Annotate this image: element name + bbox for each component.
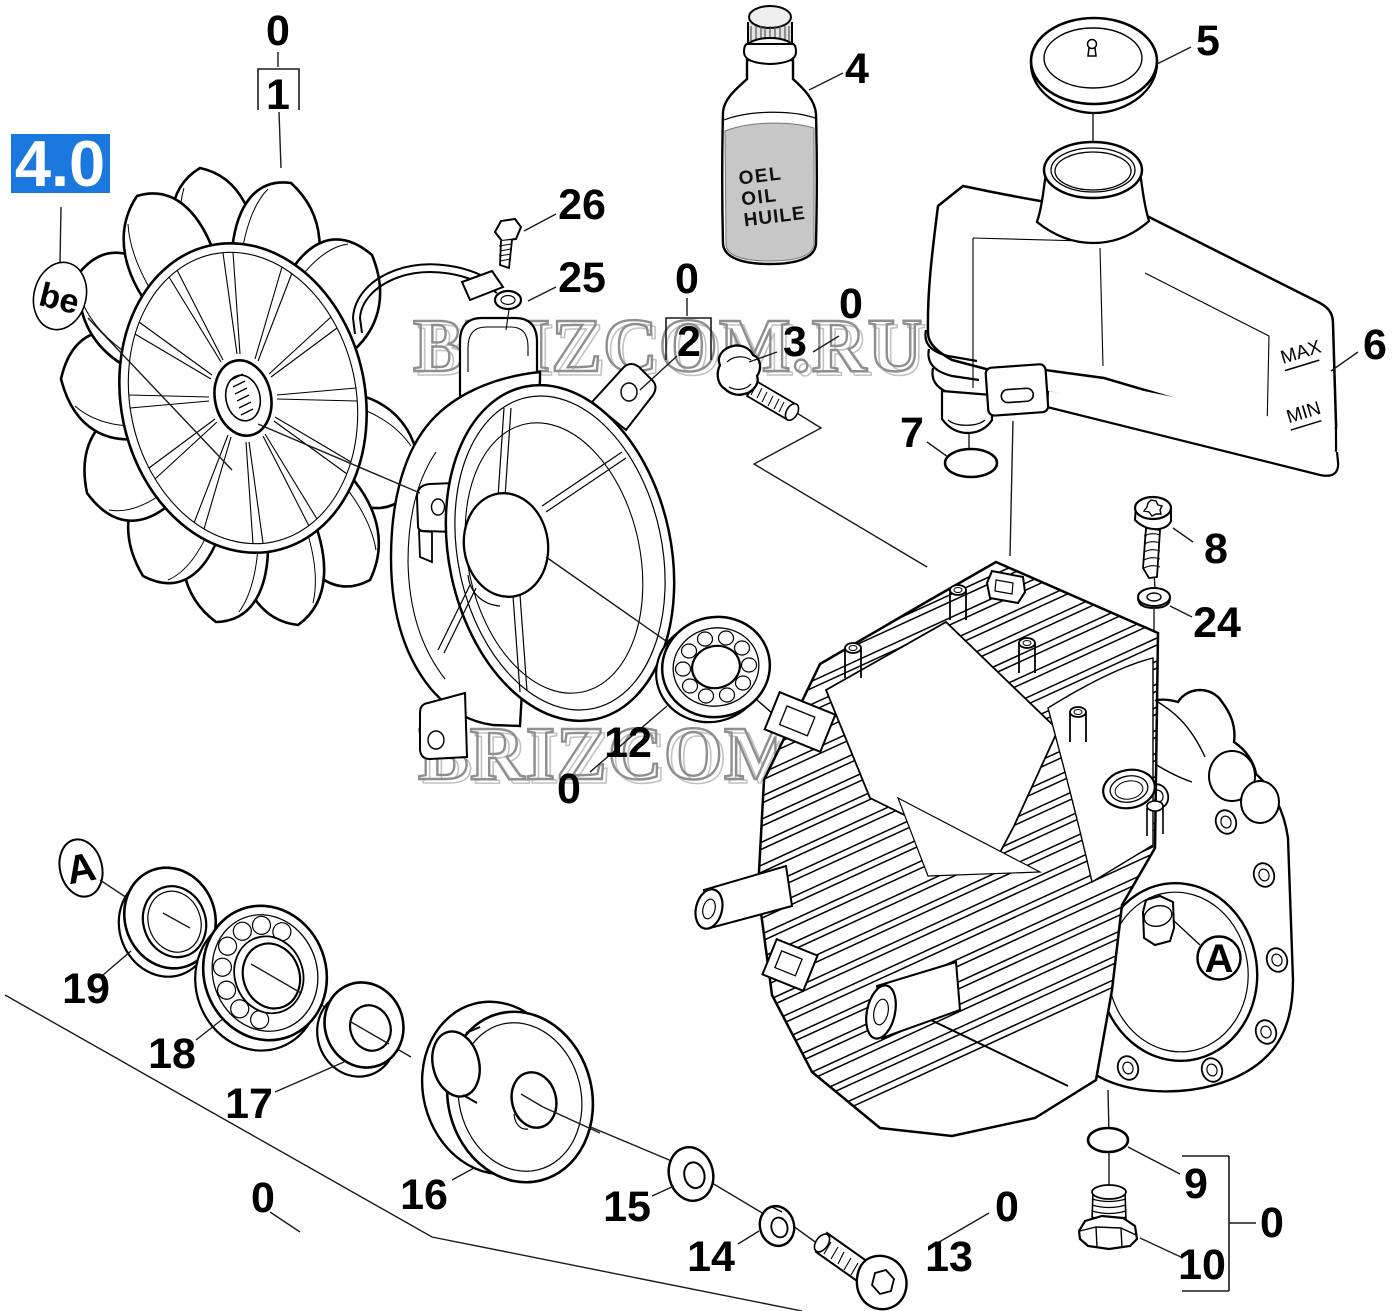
svg-text:19: 19 (62, 965, 110, 1013)
svg-text:0: 0 (1260, 1199, 1284, 1247)
svg-text:17: 17 (225, 1080, 273, 1128)
svg-text:0: 0 (251, 1174, 275, 1222)
svg-text:3: 3 (783, 318, 807, 366)
svg-text:7: 7 (900, 409, 924, 457)
svg-text:0: 0 (839, 280, 863, 328)
svg-text:0: 0 (266, 7, 290, 55)
svg-text:0: 0 (995, 1183, 1019, 1231)
svg-text:26: 26 (558, 181, 606, 229)
svg-text:18: 18 (148, 1030, 196, 1078)
svg-text:OIL: OIL (740, 185, 778, 210)
svg-text:15: 15 (603, 1183, 651, 1231)
svg-text:12: 12 (604, 719, 652, 767)
svg-text:2: 2 (677, 318, 701, 366)
svg-text:4.0: 4.0 (15, 127, 105, 200)
svg-text:1: 1 (266, 71, 290, 119)
svg-text:9: 9 (1184, 1160, 1208, 1208)
svg-text:be: be (35, 276, 83, 322)
svg-text:6: 6 (1363, 321, 1387, 369)
svg-text:25: 25 (558, 254, 606, 302)
svg-text:0: 0 (675, 255, 699, 303)
svg-text:24: 24 (1193, 599, 1241, 647)
svg-text:5: 5 (1196, 17, 1220, 65)
svg-text:A: A (1205, 937, 1234, 981)
svg-text:0: 0 (557, 765, 581, 813)
svg-text:8: 8 (1204, 525, 1228, 573)
svg-text:10: 10 (1178, 1241, 1226, 1289)
svg-text:13: 13 (925, 1233, 973, 1281)
svg-text:14: 14 (687, 1233, 735, 1281)
svg-text:4: 4 (845, 45, 869, 93)
svg-text:16: 16 (400, 1171, 448, 1219)
